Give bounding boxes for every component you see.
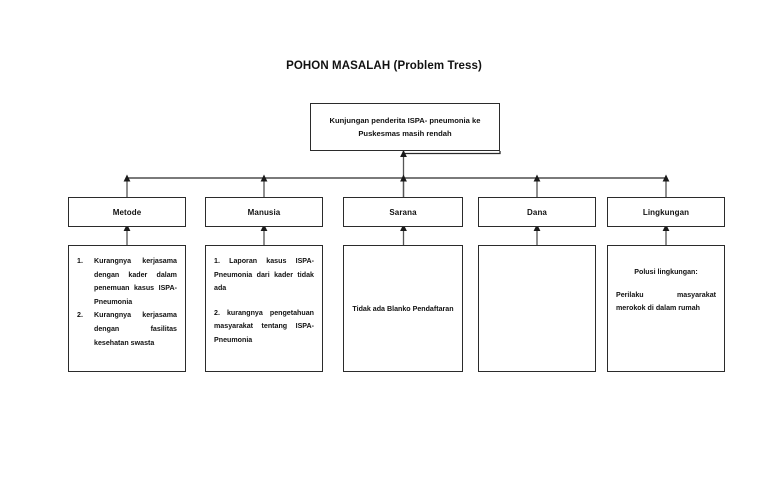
- root-problem-text: Kunjungan penderita ISPA- pneumonia ke P…: [329, 115, 481, 138]
- category-label-metode: Metode: [112, 207, 142, 217]
- detail-item-manusia-2: 2. kurangnya pengetahuan masyarakat tent…: [214, 308, 314, 345]
- category-label-sarana: Sarana: [389, 207, 417, 217]
- detail-item-metode-2-number: 2.: [77, 311, 83, 320]
- detail-heading-lingkungan: Polusi lingkungan:: [634, 268, 698, 276]
- category-box-lingkungan: Lingkungan: [607, 197, 725, 227]
- page-title: POHON MASALAH (Problem Tress): [286, 60, 482, 72]
- detail-text-manusia: 1. Laporan kasus ISPA-Pneumonia dari kad…: [214, 255, 314, 348]
- detail-box-lingkungan: Polusi lingkungan: Perilaku masyarakat m…: [607, 245, 725, 372]
- detail-item-metode-1-text: Kurangnya kerjasama dengan kader dalam p…: [94, 257, 177, 306]
- category-box-manusia: Manusia: [205, 197, 323, 227]
- detail-item-manusia-1: 1. Laporan kasus ISPA-Pneumonia dari kad…: [214, 257, 314, 293]
- detail-box-manusia: 1. Laporan kasus ISPA-Pneumonia dari kad…: [205, 245, 323, 372]
- detail-text-lingkungan: Polusi lingkungan: Perilaku masyarakat m…: [616, 266, 716, 316]
- category-label-dana: Dana: [527, 207, 547, 217]
- detail-box-metode: 1. Kurangnya kerjasama dengan kader dala…: [68, 245, 186, 372]
- detail-item-metode-2-text: Kurangnya kerjasama dengan fasilitas kes…: [94, 311, 177, 347]
- detail-item-metode-2: 2. Kurangnya kerjasama dengan fasilitas …: [77, 309, 177, 350]
- detail-box-dana: [478, 245, 596, 372]
- category-box-metode: Metode: [68, 197, 186, 227]
- detail-text-metode: 1. Kurangnya kerjasama dengan kader dala…: [77, 255, 177, 350]
- detail-body-lingkungan: Perilaku masyarakat merokok di dalam rum…: [616, 290, 716, 313]
- detail-item-metode-1: 1. Kurangnya kerjasama dengan kader dala…: [77, 255, 177, 309]
- category-box-dana: Dana: [478, 197, 596, 227]
- category-label-manusia: Manusia: [247, 207, 281, 217]
- category-label-lingkungan: Lingkungan: [642, 207, 690, 217]
- detail-text-sarana: Tidak ada Blanko Pendaftaran: [352, 305, 454, 314]
- root-problem-box: Kunjungan penderita ISPA- pneumonia ke P…: [310, 103, 500, 151]
- detail-item-metode-1-number: 1.: [77, 257, 83, 265]
- detail-box-sarana: Tidak ada Blanko Pendaftaran: [343, 245, 463, 372]
- category-box-sarana: Sarana: [343, 197, 463, 227]
